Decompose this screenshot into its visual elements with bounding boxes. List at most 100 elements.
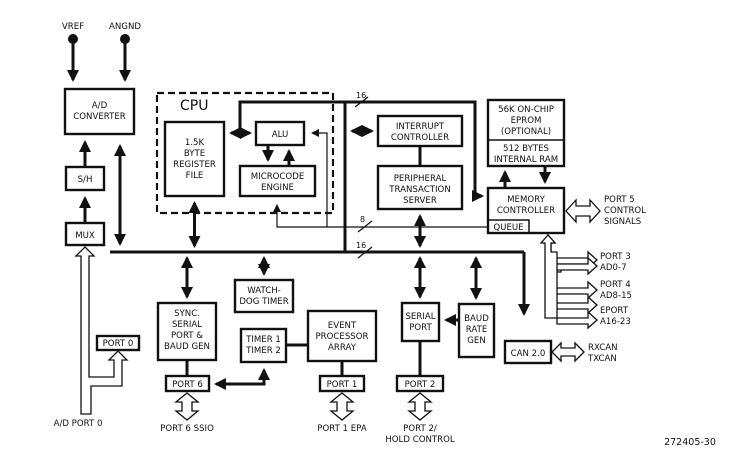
ram-label-1: 512 BYTES — [503, 144, 549, 154]
register-file-label-4: FILE — [186, 171, 204, 181]
ad-port0-label: A/D PORT 0 — [54, 419, 103, 429]
pts-label-3: SERVER — [403, 196, 437, 206]
port3-label-1: PORT 3 — [600, 252, 631, 262]
baud-label-2: RATE — [466, 325, 488, 335]
timers-block: TIMER 1 TIMER 2 — [239, 327, 288, 364]
queue-label: QUEUE — [493, 223, 523, 233]
bus-slash-lower — [357, 246, 373, 259]
port6-double-arrow — [174, 392, 200, 421]
pts-label-1: PERIPHERAL — [394, 174, 447, 184]
port6-label: PORT 6 — [172, 380, 203, 390]
eport-label-1: EPORT — [600, 306, 629, 316]
port1-block: PORT 1 — [318, 374, 366, 393]
vref-label: VREF — [62, 22, 84, 32]
port0-block: PORT 0 — [95, 334, 141, 352]
port2-double-arrow — [407, 392, 433, 421]
port6-timers-arrow — [214, 368, 270, 390]
ad-converter-block: A/D CONVERTER — [63, 87, 136, 136]
queue-box — [487, 219, 530, 234]
rxcan-label: RXCAN — [588, 343, 618, 353]
cpu-region — [155, 91, 335, 215]
baud-label-3: GEN — [467, 336, 486, 346]
queue-to-alu-line — [311, 129, 328, 227]
port3-label-2: AD0-7 — [600, 263, 627, 273]
baud-label-1: BAUD — [464, 314, 489, 324]
sync-serial-label-3: PORT & — [171, 331, 203, 341]
epa-label-1: EVENT — [328, 321, 357, 331]
sync-serial-label-4: BAUD GEN — [164, 342, 210, 352]
eprom-label-2: EPROM — [511, 116, 542, 126]
port1-label: PORT 1 — [327, 380, 358, 390]
cpu-title: CPU — [180, 98, 208, 114]
port4-label-1: PORT 4 — [600, 280, 631, 290]
microcode-label-1: MICROCODE — [251, 172, 305, 182]
ram-label-2: INTERNAL RAM — [494, 155, 558, 165]
memctl-label-1: MEMORY — [507, 195, 545, 205]
angnd-pin: ANGND — [109, 22, 141, 82]
can-double-arrow — [551, 341, 585, 363]
can-block: CAN 2.0 — [503, 339, 553, 365]
port2-hold-label-2: HOLD CONTROL — [385, 435, 455, 445]
bus-width-lower: 16 — [356, 241, 366, 250]
bus-width-upper: 16 — [356, 91, 366, 100]
sample-hold-block: S/H — [64, 165, 106, 192]
register-file-block: 1.5K BYTE REGISTER FILE — [163, 120, 226, 198]
port5-double-arrow — [565, 198, 601, 224]
port6-block: PORT 6 — [164, 374, 211, 393]
epa-block: EVENT PROCESSOR ARRAY — [306, 309, 378, 363]
timer1-label: TIMER 1 — [245, 335, 281, 345]
port2-hold-label-1: PORT 2/ — [403, 424, 437, 434]
memory-controller-block: MEMORY CONTROLLER QUEUE — [486, 186, 566, 235]
ad-converter-label-2: CONVERTER — [73, 112, 126, 122]
register-file-label-3: REGISTER — [173, 160, 216, 170]
port1-epa-label: PORT 1 EPA — [317, 424, 367, 434]
interrupt-label-2: CONTROLLER — [391, 133, 449, 143]
register-file-label-2: BYTE — [184, 149, 205, 159]
serial-port-label-2: PORT — [409, 323, 432, 333]
port5-label-3: SIGNALS — [604, 217, 641, 227]
sync-serial-block: SYNC. SERIAL PORT & BAUD GEN — [156, 301, 218, 362]
ad-converter-label-1: A/D — [92, 101, 108, 111]
port2-label: PORT 2 — [405, 380, 436, 390]
bus-slash-mid — [357, 220, 373, 233]
interrupt-label-1: INTERRUPT — [396, 122, 445, 132]
watchdog-block: WATCH- DOG TIMER — [233, 278, 295, 314]
pts-label-2: TRANSACTION — [388, 185, 451, 195]
port5-label-2: CONTROL — [604, 206, 646, 216]
txcan-label: TXCAN — [587, 354, 617, 364]
watchdog-label-1: WATCH- — [247, 286, 281, 296]
epa-label-3: ARRAY — [328, 343, 357, 353]
mux-label: MUX — [75, 231, 95, 241]
baud-rate-block: BAUD RATE GEN — [457, 302, 496, 359]
eprom-label-1: 56K ON-CHIP — [498, 105, 554, 115]
memctl-label-2: CONTROLLER — [497, 206, 555, 216]
sync-serial-label-1: SYNC. — [174, 309, 200, 319]
figure-id: 272405-30 — [664, 437, 716, 448]
angnd-label: ANGND — [109, 22, 141, 32]
eprom-label-3: (OPTIONAL) — [501, 127, 551, 137]
sample-hold-label: S/H — [78, 175, 93, 185]
ad-port0-hollow-bus — [74, 246, 129, 415]
can-label: CAN 2.0 — [511, 349, 546, 359]
port0-label: PORT 0 — [103, 339, 134, 349]
vref-pin: VREF — [62, 22, 84, 82]
watchdog-label-2: DOG TIMER — [239, 297, 288, 307]
interrupt-controller-block: INTERRUPT CONTROLLER — [376, 114, 464, 148]
serial-port-label-1: SERIAL — [405, 312, 435, 322]
serial-port-block: SERIAL PORT — [400, 301, 441, 343]
port1-double-arrow — [329, 392, 355, 421]
address-data-hollow-bus — [539, 234, 598, 330]
port5-label-1: PORT 5 — [604, 195, 635, 205]
microcode-label-2: ENGINE — [261, 183, 294, 193]
port2-block: PORT 2 — [395, 374, 445, 393]
register-file-label-1: 1.5K — [185, 138, 205, 148]
bus-slash-upper — [354, 96, 369, 108]
bus-width-mid: 8 — [360, 215, 365, 224]
eport-label-2: A16-23 — [600, 317, 631, 327]
eprom-block: 56K ON-CHIP EPROM (OPTIONAL) 512 BYTES I… — [486, 98, 566, 168]
timer2-label: TIMER 2 — [245, 346, 281, 356]
port6-ssio-label: PORT 6 SSIO — [160, 424, 214, 434]
microcode-engine-block: MICROCODE ENGINE — [238, 164, 317, 198]
mux-block: MUX — [64, 221, 106, 247]
